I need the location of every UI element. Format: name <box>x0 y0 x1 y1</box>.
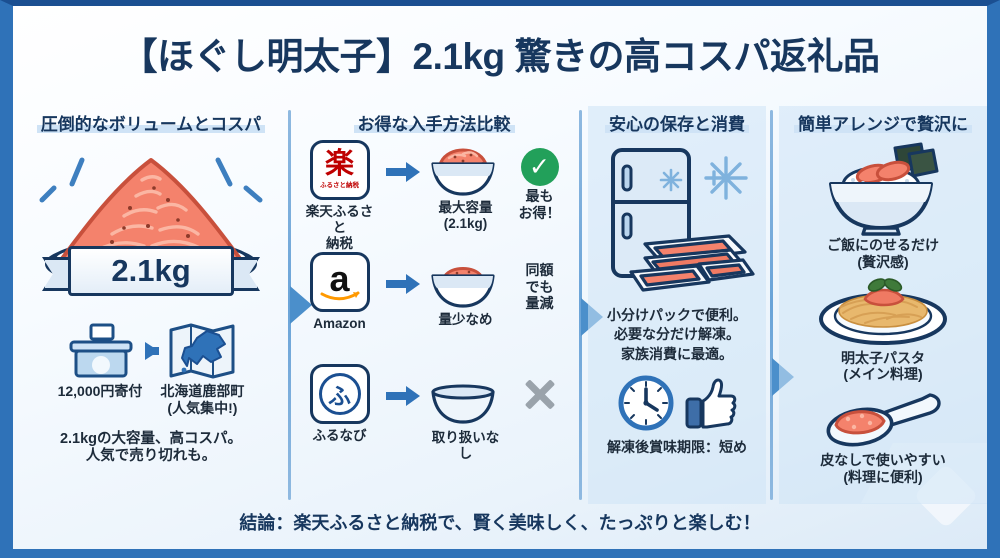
column-volume-cost: 圧倒的なボリュームとコスパ <box>20 106 282 504</box>
recipe-label: ご飯にのせるだけ (贅沢感) <box>827 237 939 270</box>
column-divider-3 <box>770 110 773 500</box>
conclusion-text: 結論：楽天ふるさと納税で、賢く美味しく、たっぷりと楽しむ！ <box>239 513 761 533</box>
mentaiko-rice-bowl-icon <box>829 142 939 236</box>
comparison-row: a Amazon <box>296 252 572 364</box>
comparison-row: ふ ふるなび 取り扱いなし <box>296 364 572 476</box>
service-name: Amazon <box>313 316 366 331</box>
service-name: ふるなび <box>312 428 367 443</box>
arrow-right-icon <box>385 274 420 294</box>
result-cell-amazon: 量少なめ <box>427 252 505 328</box>
result-cell-rakuten: 最大容量 (2.1kg) <box>427 140 505 232</box>
arrow-right-icon <box>145 342 159 360</box>
section-header-1: 圧倒的なボリュームとコスパ <box>20 106 282 140</box>
amazon-logo-icon: a <box>309 252 370 312</box>
recipe-item-spoon: 皮なしで使いやすい (料理に便利) <box>779 389 987 486</box>
column-storage-consumption: 安心の保存と消費 <box>588 106 766 504</box>
service-cell-furunavi: ふ ふるなび <box>301 364 379 444</box>
section-header-2: お得な入手方法比較 <box>296 106 572 140</box>
verdict-cell-furunavi <box>512 364 568 414</box>
recipe-label: 明太子パスタ (メイン料理) <box>841 349 925 383</box>
arrow-right-icon <box>385 386 420 406</box>
result-label: 取り扱いなし <box>431 430 500 462</box>
result-cell-furunavi: 取り扱いなし <box>427 364 505 462</box>
donation-labels: 12,000円寄付 北海道鹿部町 (人気集中!) <box>20 383 282 417</box>
arrow-right-icon <box>385 162 420 182</box>
donation-flow <box>20 321 282 381</box>
service-cell-rakuten: 楽 ふるさと納税 楽天ふるさと 納税 <box>301 140 379 253</box>
page-title: 【ほぐし明太子】2.1kg 驚きの高コスパ返礼品 <box>120 36 880 77</box>
result-label: 量少なめ <box>438 312 493 327</box>
hokkaido-map-icon <box>169 323 235 379</box>
check-circle-icon: ✓ <box>520 148 559 186</box>
storage-description: 小分けパックで便利。 必要な分だけ解凍。 家族消費に最適。 <box>607 307 747 362</box>
recipe-item-pasta: 明太子パスタ (メイン料理) <box>779 275 987 384</box>
conclusion-banner: 結論：楽天ふるさと納税で、賢く美味しく、たっぷりと楽しむ！ <box>13 501 987 543</box>
section-header-4: 簡単アレンジで贅沢に <box>779 106 987 140</box>
thumbs-up-icon <box>685 378 737 429</box>
bowl-full-icon <box>430 148 495 196</box>
clock-icon <box>618 375 674 431</box>
column-purchase-comparison: お得な入手方法比較 楽 ふるさと納税 楽天ふるさと 納税 <box>296 106 572 504</box>
furunavi-logo-icon: ふ <box>309 364 370 424</box>
columns-container: 圧倒的なボリュームとコスパ <box>13 106 987 504</box>
verdict-cell-amazon: 同額 でも 量減 <box>512 252 568 312</box>
freezer-packs-illustration <box>588 140 766 302</box>
flow-chevron-icon-1 <box>290 286 312 324</box>
weight-ribbon: 2.1kg <box>42 246 260 296</box>
donation-amount-label: 12,000円寄付 <box>57 383 143 399</box>
service-name: 楽天ふるさと 納税 <box>305 204 374 252</box>
verdict-label: 同額 でも 量減 <box>525 262 554 312</box>
column1-caption: 2.1kgの大容量、高コスパ。 人気で売り切れも。 <box>59 430 243 465</box>
donation-box-icon <box>69 323 133 378</box>
column-divider-1 <box>288 110 291 500</box>
column-recipe-ideas: 簡単アレンジで贅沢に <box>779 106 987 504</box>
result-label: 最大容量 (2.1kg) <box>438 200 493 232</box>
recipe-item-rice-bowl: ご飯にのせるだけ (贅沢感) <box>779 140 987 271</box>
column-divider-2 <box>579 110 582 500</box>
weight-value: 2.1kg <box>68 246 234 296</box>
mentaiko-pile-illustration: 2.1kg <box>20 142 282 317</box>
recipe-label: 皮なしで使いやすい (料理に便利) <box>820 452 946 485</box>
service-cell-amazon: a Amazon <box>301 252 379 332</box>
section-header-3: 安心の保存と消費 <box>588 106 766 140</box>
comparison-row: 楽 ふるさと納税 楽天ふるさと 納税 <box>296 140 572 252</box>
shelf-life-note: 解凍後賞味期限：短め <box>607 438 747 455</box>
bowl-half-icon <box>430 267 495 308</box>
shelf-life-icons <box>588 374 766 432</box>
rakuten-furusato-logo-icon: 楽 ふるさと納税 <box>309 140 370 200</box>
verdict-cell-rakuten: ✓ 最も お得！ <box>512 140 568 221</box>
bowl-empty-icon <box>430 384 495 424</box>
x-mark-icon <box>520 374 560 414</box>
region-label: 北海道鹿部町 (人気集中!) <box>160 383 245 416</box>
verdict-label: 最も お得！ <box>518 188 561 221</box>
mentaiko-pasta-icon <box>819 277 947 345</box>
mentaiko-spoon-icon <box>826 393 941 447</box>
